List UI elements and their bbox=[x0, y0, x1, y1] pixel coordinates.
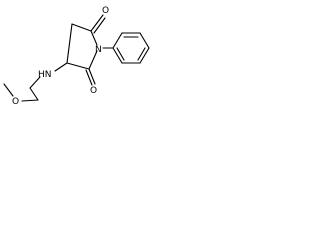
phenyl-bond-1 bbox=[112, 32, 123, 49]
oxygen-label-top: O bbox=[102, 6, 109, 16]
bond-ch2-o bbox=[21, 99, 39, 102]
bond-ch2-ctop bbox=[71, 23, 92, 32]
phenyl-bond-6 bbox=[112, 47, 123, 64]
oxygen-label-bottom: O bbox=[90, 86, 97, 96]
phenyl-inner-2 bbox=[137, 47, 146, 61]
succinimide-ring bbox=[66, 23, 98, 70]
carbonyl-bottom bbox=[85, 68, 96, 86]
phenyl-bond-3 bbox=[139, 32, 150, 49]
bond-cbottom-ch bbox=[66, 62, 90, 70]
bond-ctop-n bbox=[90, 30, 98, 46]
bond-ch-nh bbox=[54, 62, 68, 72]
phenyl-bond-4 bbox=[139, 47, 150, 64]
bond-ch-ch2 bbox=[66, 23, 73, 64]
molecule-structure-diagram: O N O HN O bbox=[3, 6, 150, 107]
bond-nh-ch2 bbox=[29, 76, 41, 89]
carbonyl-top bbox=[90, 14, 106, 34]
phenyl-inner-3 bbox=[116, 47, 125, 61]
side-chain bbox=[3, 62, 68, 102]
phenyl-ring bbox=[102, 32, 150, 64]
double-bond-bottom-a bbox=[88, 68, 96, 85]
nitrogen-label-ring: N bbox=[95, 45, 102, 55]
bond-n-cbottom bbox=[88, 50, 98, 70]
ether-oxygen-label: O bbox=[12, 97, 19, 107]
amine-label: HN bbox=[38, 70, 52, 80]
bond-o-ch3 bbox=[3, 83, 14, 97]
double-bond-top-a bbox=[90, 14, 104, 32]
double-bond-bottom-b bbox=[85, 69, 93, 86]
bond-ch2-ch2 bbox=[29, 87, 39, 101]
double-bond-top-b bbox=[93, 17, 106, 34]
